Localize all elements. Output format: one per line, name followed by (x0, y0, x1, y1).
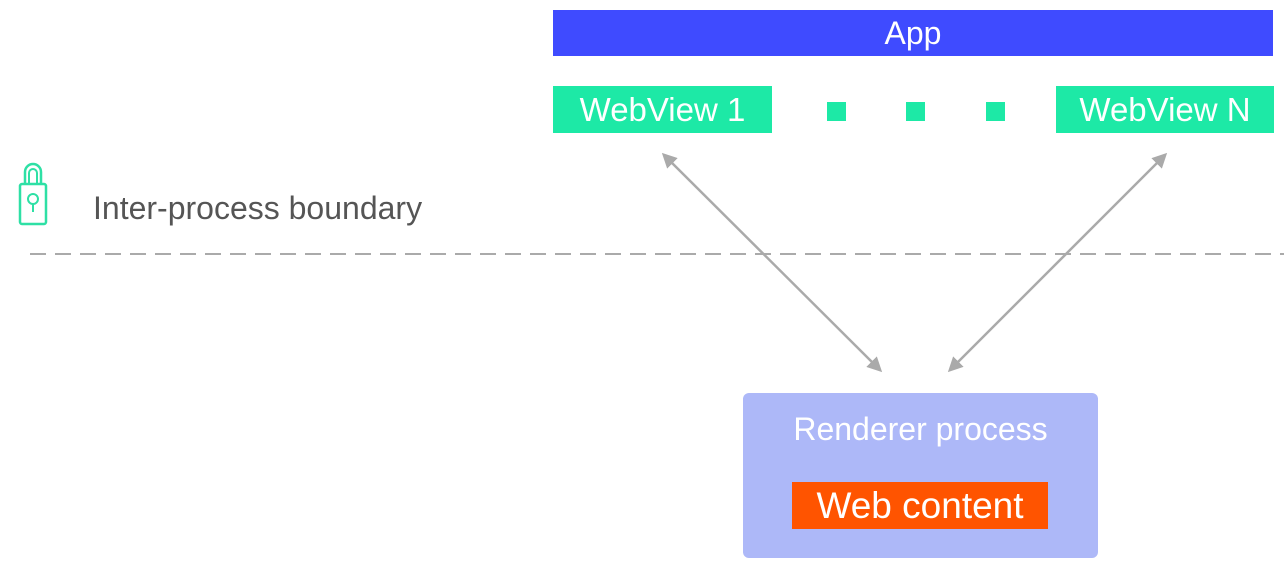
inter-process-boundary-line (30, 253, 1284, 255)
webview-n-label: WebView N (1079, 90, 1251, 128)
webview-n-box: WebView N (1056, 86, 1274, 133)
web-content-box: Web content (792, 482, 1048, 529)
renderer-process-box (743, 393, 1098, 558)
ellipsis-dot (827, 102, 846, 121)
app-label: App (884, 14, 942, 51)
web-content-label: Web content (816, 484, 1024, 526)
arrow-webview-1-renderer (661, 152, 883, 373)
renderer-process-label: Renderer process (793, 411, 1048, 447)
webview-1-box: WebView 1 (553, 86, 772, 133)
ellipsis-dot (906, 102, 925, 121)
boundary-label: Inter-process boundary (93, 190, 423, 226)
app-bar: App (553, 10, 1273, 56)
arrow-webview-n-renderer (947, 152, 1168, 373)
lock-icon (18, 162, 48, 226)
ellipsis-dot (986, 102, 1005, 121)
webview-1-label: WebView 1 (579, 90, 746, 128)
